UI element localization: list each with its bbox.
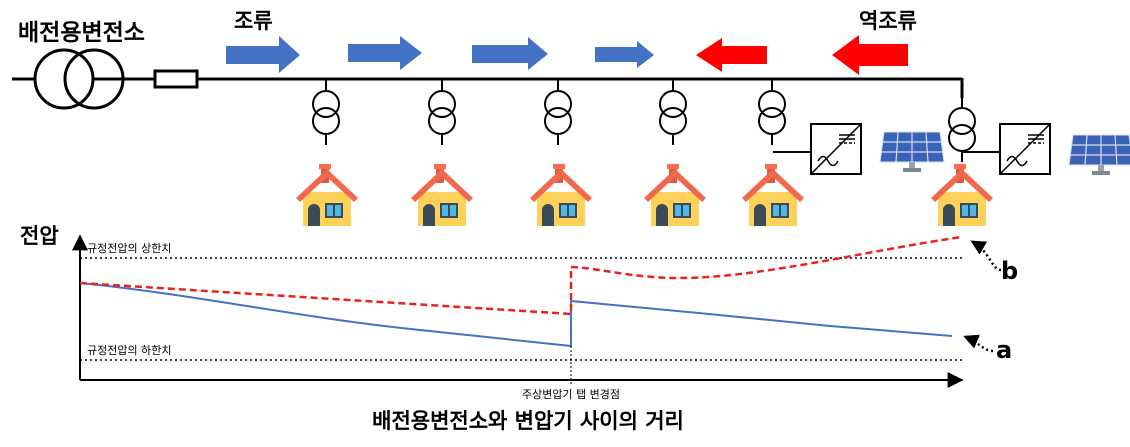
pole-transformer-icon-2 — [428, 79, 456, 146]
inverter-icon-1 — [810, 123, 862, 175]
pole-transformer-icon-3 — [544, 79, 572, 146]
resistor-icon — [153, 69, 199, 89]
house-icon-6 — [931, 164, 993, 226]
forward-arrow-icon-2 — [348, 36, 422, 70]
voltage-curve-b — [79, 235, 963, 316]
reverse-flow-label: 역조류 — [859, 9, 917, 33]
reverse-arrow-icon-1 — [696, 38, 767, 72]
forward-flow-label: 조류 — [234, 9, 273, 33]
y-axis-label: 전압 — [20, 224, 59, 248]
forward-arrow-icon-3 — [472, 37, 548, 70]
house-icon-3 — [530, 164, 592, 226]
x-axis-label: 배전용변전소와 변압기 사이의 거리 — [372, 409, 684, 433]
pole-transformer-icon-5 — [758, 79, 786, 146]
house-icon-2 — [411, 164, 473, 226]
pole-transformer-icon-4 — [659, 79, 687, 146]
curve-b-label: b — [1001, 257, 1018, 285]
tap-change-label: 주상변압기 탭 변경점 — [522, 388, 620, 401]
curve-a-label: a — [996, 336, 1012, 364]
curve-a-pointer — [963, 334, 994, 353]
transformer-icon — [33, 48, 125, 110]
inverter-icon-2 — [999, 123, 1051, 175]
house-icon-4 — [644, 164, 706, 226]
lower-limit-label: 규정전압의 하한치 — [87, 343, 171, 357]
house-icon-1 — [296, 164, 358, 226]
curve-b-pointer — [970, 240, 1002, 272]
substation-label: 배전용변전소 — [18, 20, 145, 46]
solar-panel-icon-2 — [1068, 134, 1130, 176]
solar-panel-icon-1 — [879, 131, 945, 173]
forward-arrow-icon-1 — [226, 36, 300, 73]
forward-arrow-icon-4 — [595, 41, 654, 68]
voltage-curve-a — [79, 282, 953, 348]
reverse-arrow-icon-2 — [832, 35, 908, 75]
pole-transformer-icon-1 — [312, 79, 340, 146]
upper-limit-label: 규정전압의 상한치 — [87, 242, 171, 255]
house-icon-5 — [742, 164, 804, 226]
